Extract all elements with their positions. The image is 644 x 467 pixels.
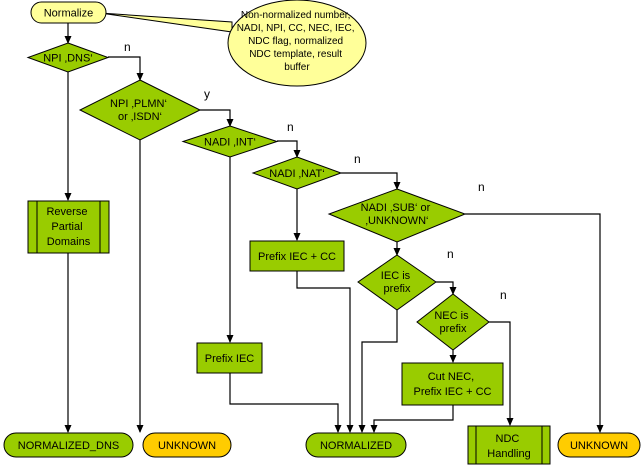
branch-plmn-yes: y xyxy=(204,87,210,101)
input-parameters-note: Non-normalized number, NADI, NPI, CC, NE… xyxy=(227,0,367,87)
branch-nec-no: n xyxy=(500,288,507,302)
prefix-iec-cc-label: Prefix IEC + CC xyxy=(258,251,336,263)
branch-iec-no: n xyxy=(447,247,454,261)
branch-nadi-int-no: n xyxy=(287,120,294,134)
branch-labels: n y n n n n n xyxy=(124,40,507,302)
decision-nec-prefix-label-1: NEC is xyxy=(434,310,469,322)
process-reverse-partial-domains: Reverse Partial Domains xyxy=(27,200,110,254)
terminal-unknown-2: UNKNOWN xyxy=(557,432,641,458)
decision-nadi-sub-label-1: NADI ‚SUB‘ or xyxy=(361,202,431,214)
edge-nadi-sub-to-unknown xyxy=(465,213,604,433)
decision-nadi-int-label: NADI ‚INT‘ xyxy=(204,137,256,149)
process-cut-nec: Cut NEC, Prefix IEC + CC xyxy=(401,362,504,406)
svg-text:Reverse Partial Do: Reverse Partial Domains xyxy=(46,206,90,248)
terminal-normalized-dns: NORMALIZED_DNS xyxy=(3,432,134,458)
svg-text:Cut NEC, Prefix IEC + CC: Cut NEC, Prefix IEC + CC xyxy=(414,371,492,398)
svg-text:Non-normalized number, N: Non-normalized number, NADI, NPI, CC, NE… xyxy=(237,10,358,73)
edge-prefix-iec-to-normalized xyxy=(229,373,342,433)
edge-iec-prefix-to-normalized xyxy=(358,310,398,433)
decision-nadi-nat-label: NADI ‚NAT‘ xyxy=(269,168,324,180)
note-callout-pointer xyxy=(99,12,233,33)
reverse-label-3: Domains xyxy=(47,236,91,248)
svg-text:NADI ‚SUB‘ or ‚UNKNOWN‘: NADI ‚SUB‘ or ‚UNKNOWN‘ xyxy=(361,202,434,227)
decision-iec-prefix-label-2: prefix xyxy=(384,283,411,295)
edge-nadi-int-to-nadi-nat xyxy=(277,140,301,158)
terminal-normalized: NORMALIZED xyxy=(305,432,407,458)
note-line-3: NDC flag, normalized xyxy=(248,36,343,47)
branch-npi-dns-no: n xyxy=(124,40,131,54)
edge-plmn-to-nadi-int xyxy=(200,109,234,127)
unknown-2-label: UNKNOWN xyxy=(570,440,628,452)
decision-nadi-sub-label-2: ‚UNKNOWN‘ xyxy=(366,215,429,227)
edge-nadi-nat-to-nadi-sub xyxy=(341,172,401,190)
decision-npi-dns-label: NPI ‚DNS‘ xyxy=(43,53,93,65)
normalized-label: NORMALIZED xyxy=(320,440,392,452)
decision-iec-prefix: IEC is prefix xyxy=(357,254,437,311)
branch-nadi-sub-no: n xyxy=(478,180,485,194)
decision-nadi-int: NADI ‚INT‘ xyxy=(181,125,279,158)
cut-nec-label-2: Prefix IEC + CC xyxy=(414,386,492,398)
decision-iec-prefix-label-1: IEC is xyxy=(381,270,411,282)
decision-nadi-nat: NADI ‚NAT‘ xyxy=(251,156,343,190)
note-line-5: buffer xyxy=(284,62,310,73)
normalized-dns-label: NORMALIZED_DNS xyxy=(18,440,119,452)
edge-prefix-iec-cc-to-normalized xyxy=(296,271,354,433)
prefix-iec-label: Prefix IEC xyxy=(205,353,255,365)
edges xyxy=(64,12,604,433)
decision-nec-prefix-label-2: prefix xyxy=(440,323,467,335)
svg-text:NEC is prefix: NEC is prefix xyxy=(434,310,471,335)
ndc-label-1: NDC xyxy=(496,433,520,445)
process-prefix-iec: Prefix IEC xyxy=(196,342,263,374)
start-label: Normalize xyxy=(44,8,94,20)
edge-cut-nec-to-normalized xyxy=(370,405,454,433)
ndc-label-2: Handling xyxy=(487,448,530,460)
note-line-1: Non-normalized number, xyxy=(241,10,351,21)
note-line-4: NDC template, result xyxy=(249,49,342,60)
svg-text:NDC Handling: NDC Handling xyxy=(487,433,530,460)
decision-npi-plmn-label-1: NPI ‚PLMN‘ xyxy=(110,98,167,110)
decision-npi-dns: NPI ‚DNS‘ xyxy=(26,42,110,73)
unknown-1-label: UNKNOWN xyxy=(158,440,216,452)
decision-nec-prefix: NEC is prefix xyxy=(416,293,490,351)
edge-iec-prefix-to-nec-prefix xyxy=(436,281,457,295)
reverse-label-1: Reverse xyxy=(46,206,87,218)
branch-nadi-nat-no: n xyxy=(354,152,361,166)
edge-npi-dns-to-plmn xyxy=(108,56,144,81)
terminal-unknown-1: UNKNOWN xyxy=(142,432,232,458)
svg-text:NPI ‚PLMN‘ or ‚ISDN‘: NPI ‚PLMN‘ or ‚ISDN‘ xyxy=(110,98,170,123)
process-prefix-iec-cc: Prefix IEC + CC xyxy=(249,240,345,272)
process-ndc-handling: NDC Handling xyxy=(467,425,551,465)
note-line-2: NADI, NPI, CC, NEC, IEC, xyxy=(237,23,355,34)
decision-nadi-sub-unknown: NADI ‚SUB‘ or ‚UNKNOWN‘ xyxy=(327,188,467,243)
start-terminal: Normalize xyxy=(30,1,107,24)
decision-npi-plmn-label-2: or ‚ISDN‘ xyxy=(118,111,162,123)
reverse-label-2: Partial xyxy=(51,221,82,233)
svg-text:IEC is prefix: IEC is prefix xyxy=(381,270,413,295)
edge-nec-prefix-to-ndc xyxy=(489,321,514,426)
cut-nec-label-1: Cut NEC, xyxy=(428,371,474,383)
decision-npi-plmn-isdn: NPI ‚PLMN‘ or ‚ISDN‘ xyxy=(78,79,202,141)
